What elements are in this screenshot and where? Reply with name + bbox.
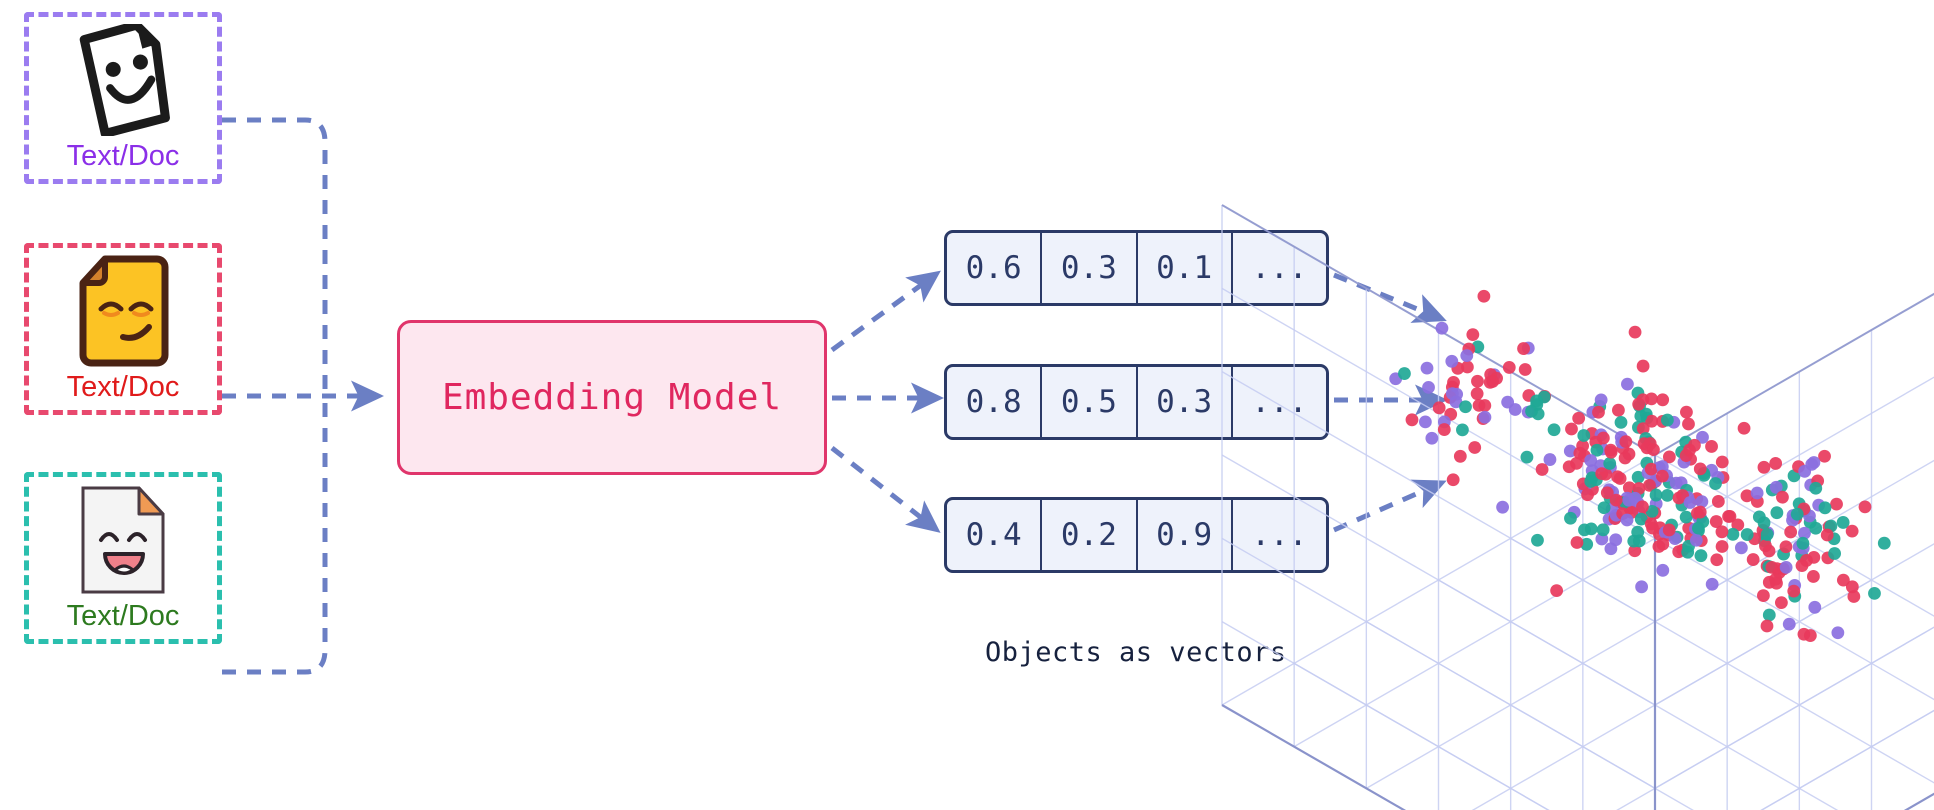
vector-cell: 0.9 [1138, 500, 1233, 570]
connector-doc1 [222, 117, 328, 392]
document-laughing-grey-icon [29, 477, 217, 602]
source-card-2[interactable]: Text/Doc [24, 243, 222, 415]
source-card-1[interactable]: Text/Doc [24, 12, 222, 184]
vector-row-2[interactable]: 0.8 0.5 0.3 ... [944, 364, 1329, 440]
connector-model-vec1 [830, 270, 941, 353]
document-smirk-yellow-icon [29, 248, 217, 373]
vector-cell: 0.4 [947, 500, 1043, 570]
vector-row-3[interactable]: 0.4 0.2 0.9 ... [944, 497, 1329, 573]
source-card-2-label: Text/Doc [66, 371, 180, 403]
vector-cell: 0.6 [947, 233, 1043, 303]
vector-cell-ellipsis: ... [1251, 384, 1308, 420]
connector-vec1-space [1333, 272, 1447, 323]
source-card-3-label: Text/Doc [66, 600, 180, 632]
document-smiley-outline-icon [29, 17, 217, 142]
vector-cell: 0.3 [1138, 367, 1233, 437]
vector-cell: 0.1 [1138, 233, 1233, 303]
source-card-3[interactable]: Text/Doc [24, 472, 222, 644]
connector-model-vec3 [830, 446, 941, 533]
source-card-1-label: Text/Doc [66, 140, 180, 172]
vectors-caption: Objects as vectors [985, 637, 1287, 668]
embedding-model-label: Embedding Model [441, 377, 783, 418]
vector-row-1[interactable]: 0.6 0.3 0.1 ... [944, 230, 1329, 306]
vector-cell-ellipsis: ... [1251, 250, 1308, 286]
embedding-model-box[interactable]: Embedding Model [397, 320, 827, 475]
connector-vec3-space [1332, 479, 1447, 533]
vector-cell: 0.5 [1042, 367, 1138, 437]
vector-cell: 0.3 [1042, 233, 1138, 303]
vector-cell: 0.8 [947, 367, 1043, 437]
connector-doc3 [222, 400, 328, 675]
vector-cell-ellipsis: ... [1251, 517, 1308, 553]
vector-cell: 0.2 [1042, 500, 1138, 570]
